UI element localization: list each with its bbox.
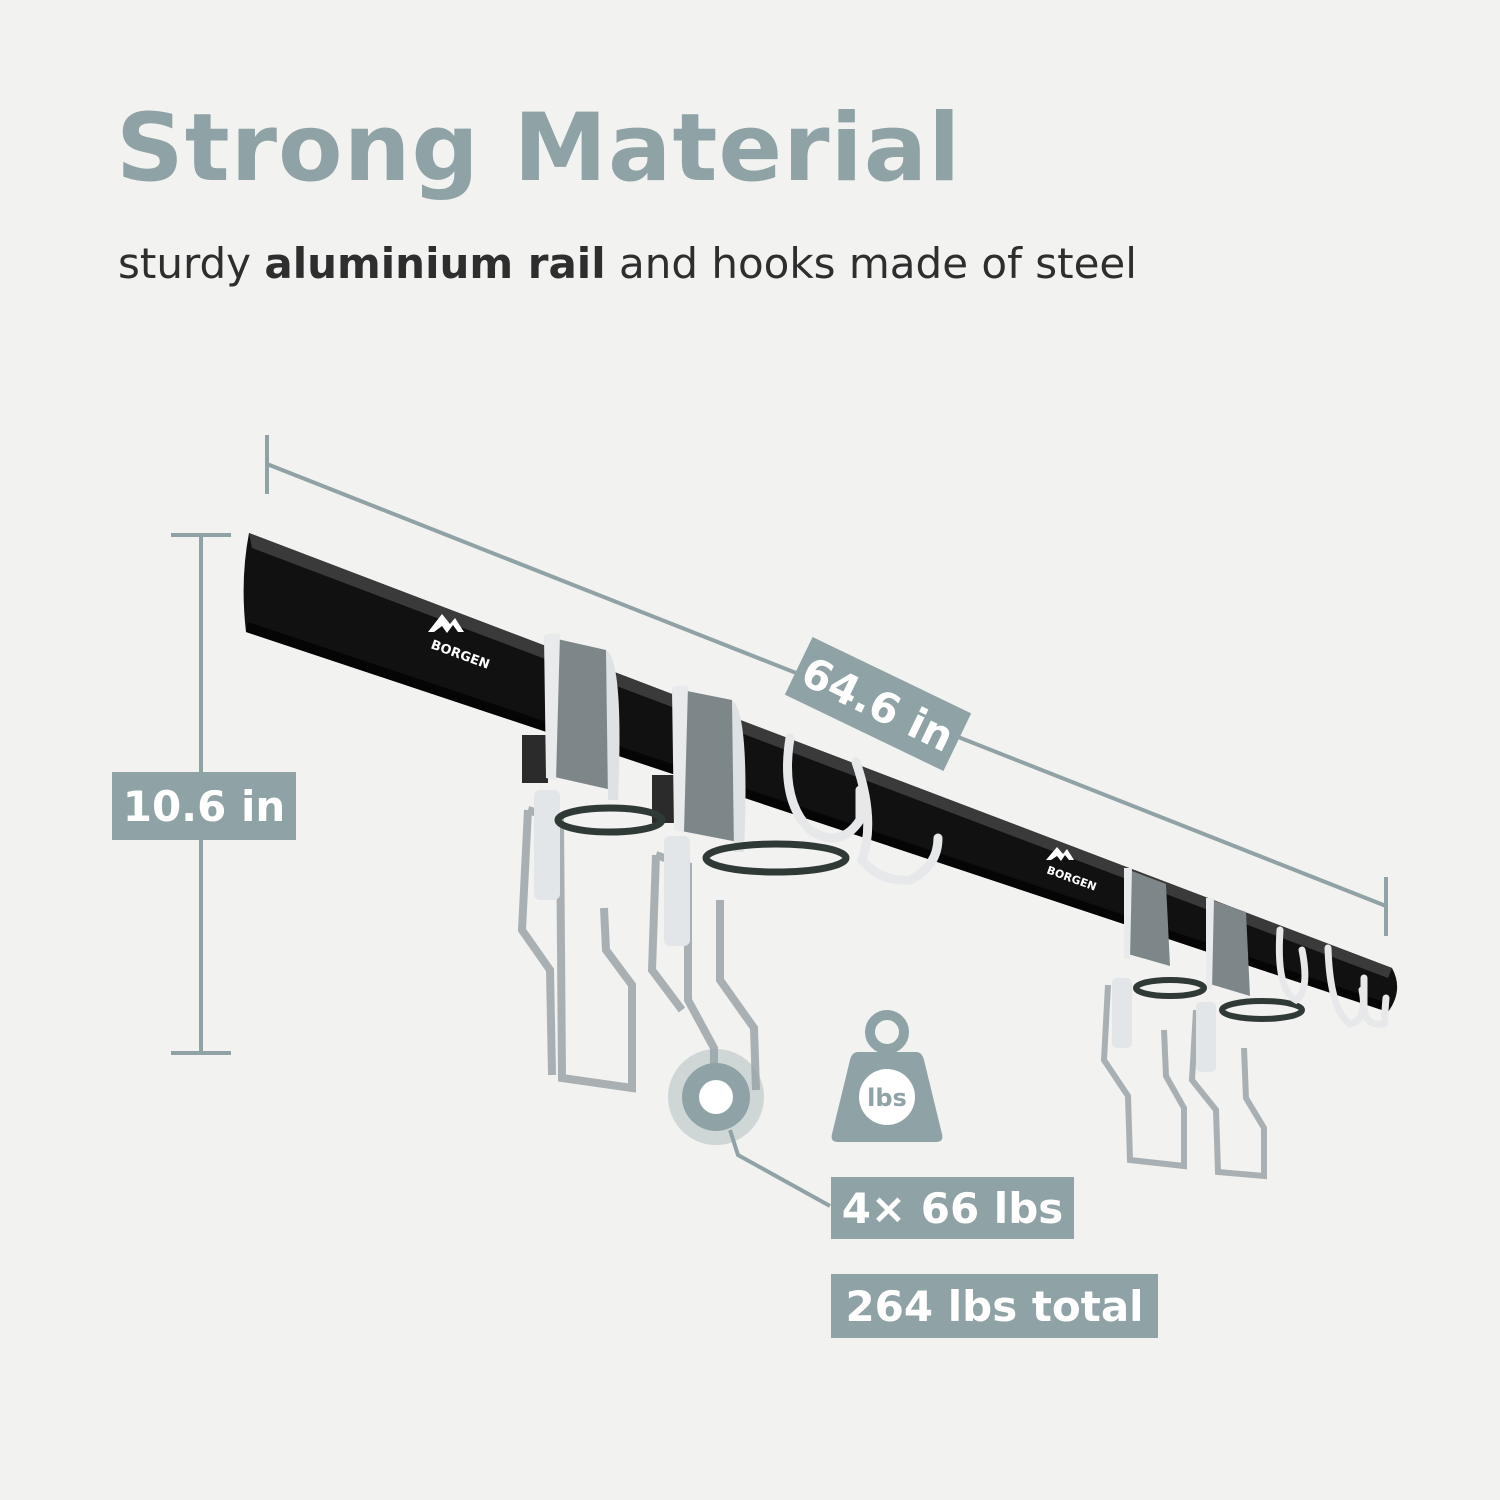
height-label: 10.6 in	[112, 772, 296, 840]
subtitle-highlight: aluminium rail	[264, 239, 606, 288]
total-load-label: 264 lbs total	[831, 1274, 1158, 1338]
j-hooks	[783, 733, 943, 885]
hook-large-1	[517, 633, 636, 1093]
page-subtitle: sturdy aluminium rail and hooks made of …	[118, 243, 1137, 285]
subtitle-text-end: and hooks made of steel	[605, 239, 1137, 288]
ring-holders	[554, 804, 850, 876]
weight-icon-label: lbs	[867, 1084, 907, 1112]
ring-holders-right	[1133, 977, 1305, 1022]
aluminium-rail	[243, 533, 1398, 1012]
weight-icon: lbs	[831, 1010, 943, 1142]
load-point-marker	[668, 1049, 831, 1208]
hook-small-1	[1100, 868, 1187, 1170]
hook-large-2	[647, 685, 760, 1091]
per-hook-load-label: 4× 66 lbs	[831, 1177, 1074, 1239]
j-hooks-right	[1275, 926, 1390, 1028]
page-title: Strong Material	[116, 94, 962, 203]
hook-small-2	[1188, 898, 1267, 1180]
subtitle-text-start: sturdy	[118, 239, 265, 288]
